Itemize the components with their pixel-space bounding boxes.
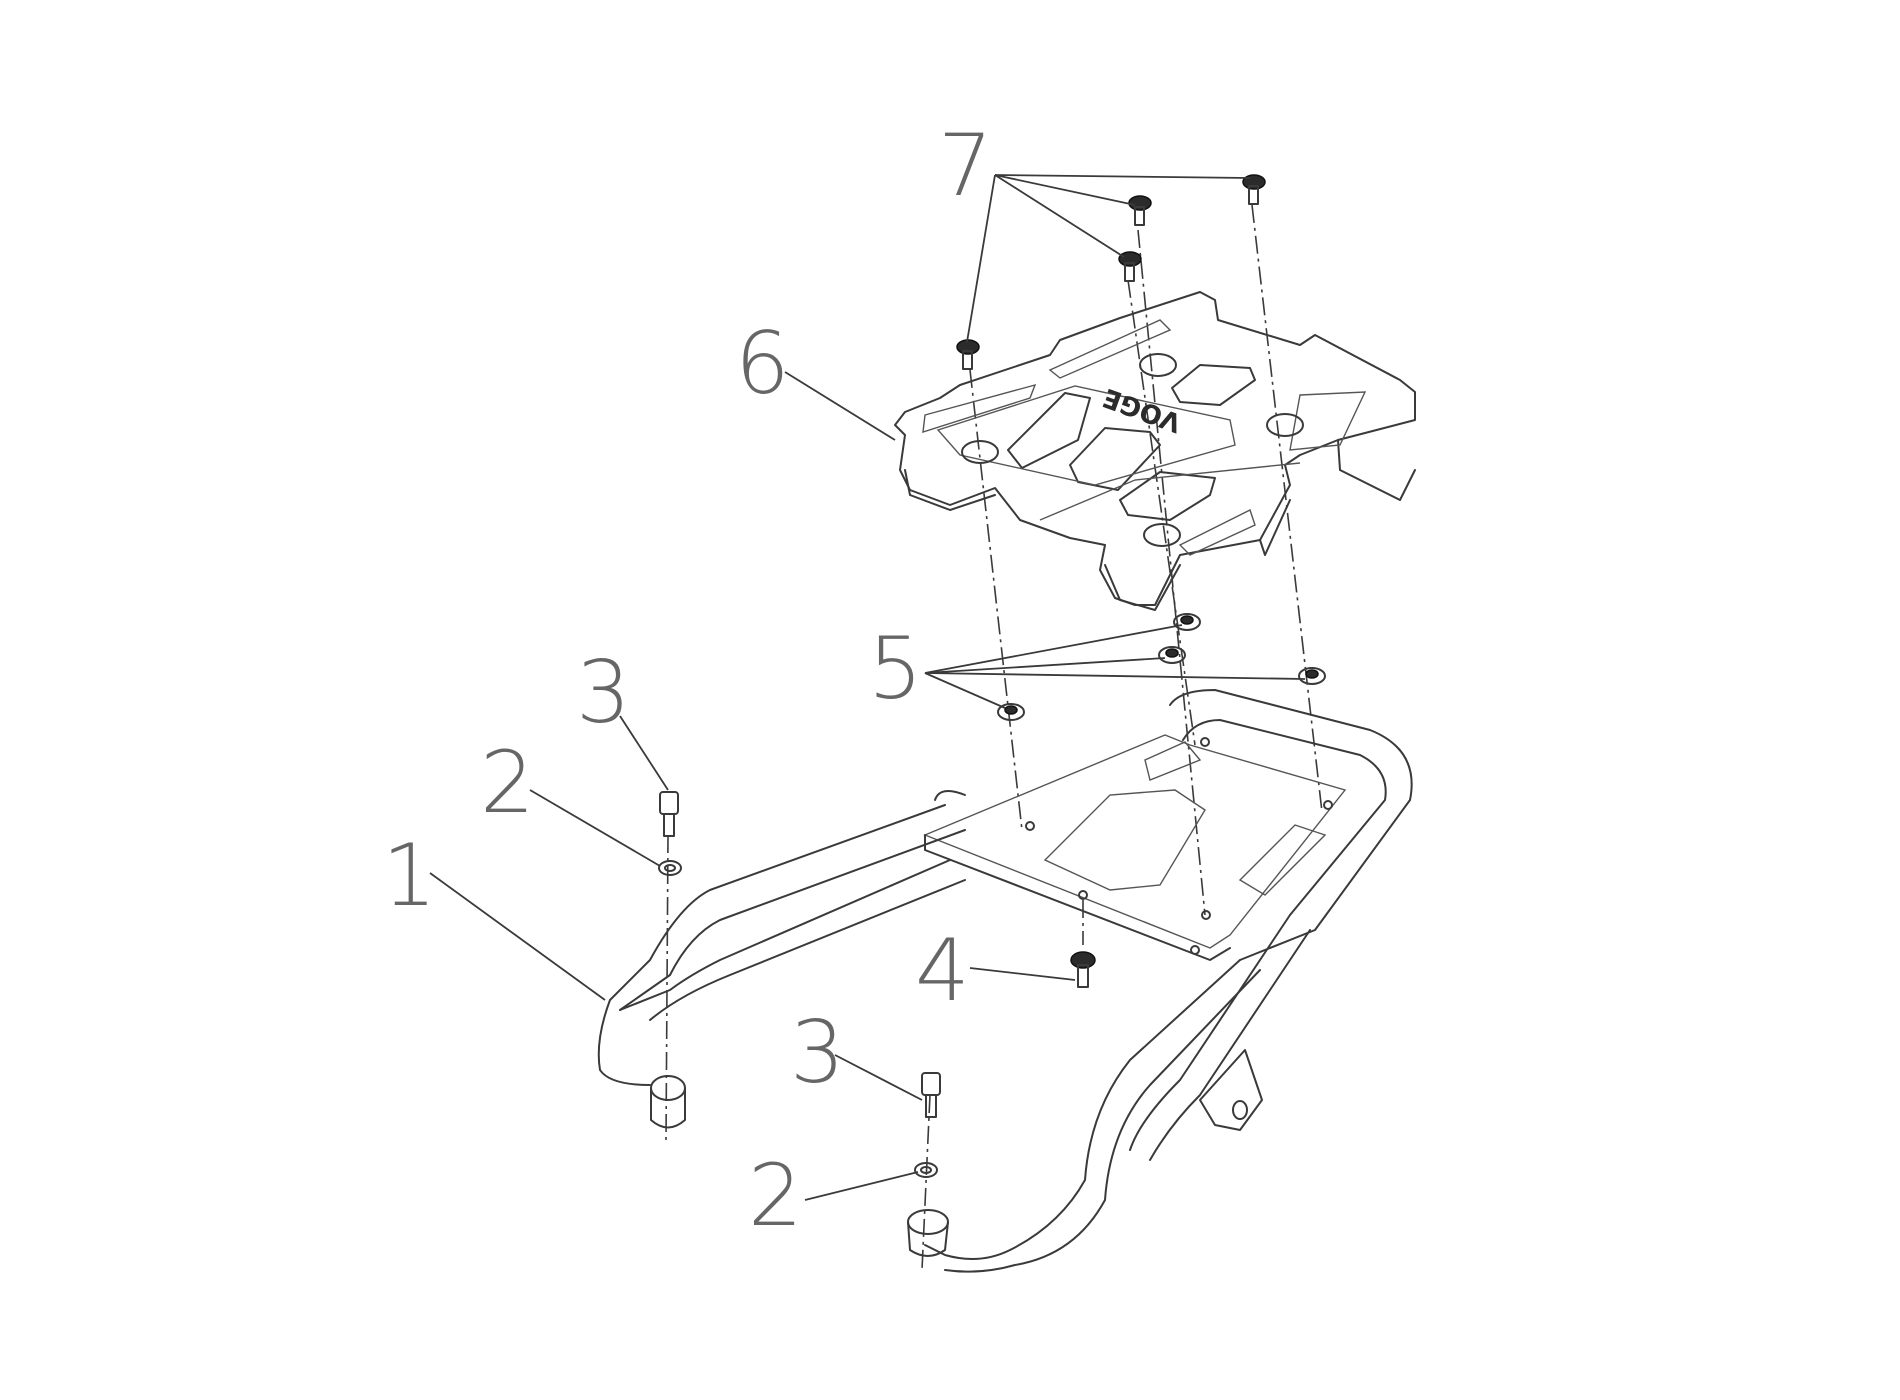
top-screw-icon xyxy=(1118,251,1142,282)
callout-1: 1 xyxy=(382,826,437,926)
washers xyxy=(658,860,938,1178)
callout-6: 6 xyxy=(735,314,790,414)
callout-2-upper: 2 xyxy=(480,733,535,833)
nut-icon xyxy=(1298,667,1326,685)
nuts xyxy=(997,613,1326,721)
top-screw-icon xyxy=(956,339,980,370)
callout-5: 5 xyxy=(868,619,923,719)
top-screws xyxy=(956,174,1266,370)
rack-frame xyxy=(597,689,1413,1273)
carrier-plate: VOGE xyxy=(894,291,1416,611)
under-screw-icon xyxy=(1070,951,1096,988)
callout-2-lower: 2 xyxy=(748,1146,803,1246)
callout-4: 4 xyxy=(915,921,970,1021)
callout-3-upper: 3 xyxy=(576,643,631,743)
side-bolt-icon xyxy=(659,791,679,837)
washer-icon xyxy=(658,860,682,876)
top-screw-icon xyxy=(1242,174,1266,205)
side-bolt-icon xyxy=(921,1072,941,1118)
callout-7: 7 xyxy=(938,116,993,216)
side-bolts xyxy=(659,791,941,1118)
washer-icon xyxy=(914,1162,938,1178)
nut-icon xyxy=(1158,646,1186,664)
nut-icon xyxy=(1173,613,1201,631)
nut-icon xyxy=(997,703,1025,721)
callouts: 7 6 5 3 2 1 4 3 2 xyxy=(382,116,993,1246)
callout-3-lower: 3 xyxy=(790,1003,845,1103)
leader-lines xyxy=(429,174,1306,1201)
top-screw-icon xyxy=(1128,195,1152,226)
